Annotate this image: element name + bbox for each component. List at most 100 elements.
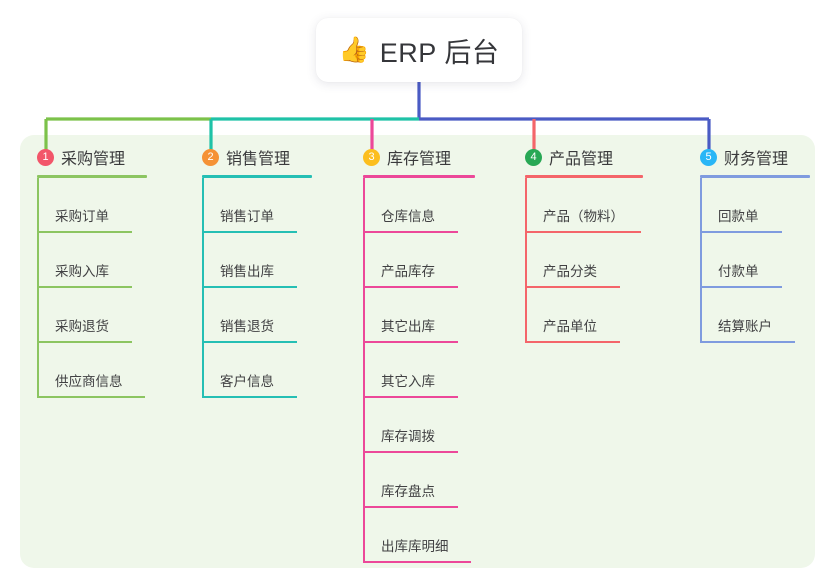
branch-item-underline [37, 286, 132, 288]
branch-item[interactable]: 销售退货 [202, 288, 312, 343]
branch-column-4: 4 产品管理产品（物料） 产品分类产品单位 [525, 145, 643, 343]
branch-item-label: 结算账户 [718, 319, 772, 334]
branch-item[interactable]: 库存盘点 [363, 453, 475, 508]
branch-item-list: 采购订单采购入库采购退货供应商信息 [37, 178, 147, 398]
branch-item-label: 销售订单 [220, 209, 274, 224]
thumbs-up-icon: 👍 [338, 35, 370, 64]
branch-item-underline [37, 396, 145, 398]
branch-item[interactable]: 产品库存 [363, 233, 475, 288]
branch-spine [363, 178, 365, 563]
branch-item-label: 其它入库 [381, 374, 435, 389]
branch-item-label: 产品单位 [543, 319, 597, 334]
branch-item-label: 产品库存 [381, 264, 435, 279]
branch-item[interactable]: 产品（物料） [525, 178, 643, 233]
branch-item-label: 库存盘点 [381, 484, 435, 499]
branch-spine [525, 178, 527, 343]
branch-item[interactable]: 结算账户 [700, 288, 810, 343]
branch-item-label: 其它出库 [381, 319, 435, 334]
branch-item-label: 供应商信息 [55, 374, 123, 389]
branch-item-underline [37, 341, 132, 343]
branch-item-underline [202, 396, 297, 398]
root-title: ERP 后台 [379, 37, 500, 68]
branch-item-list: 仓库信息产品库存其它出库其它入库库存调拨库存盘点出库库明细 [363, 178, 475, 563]
branch-item-list: 销售订单销售出库销售退货客户信息 [202, 178, 312, 398]
branch-item[interactable]: 客户信息 [202, 343, 312, 398]
branch-number-badge: 3 [363, 148, 380, 166]
branch-item-label: 客户信息 [220, 374, 274, 389]
branch-item[interactable]: 付款单 [700, 233, 810, 288]
branch-underline [700, 175, 810, 178]
branch-item-underline [700, 231, 782, 233]
branch-item-underline [363, 231, 458, 233]
branch-item-underline [202, 341, 297, 343]
branch-item-underline [700, 341, 795, 343]
branch-item[interactable]: 采购入库 [37, 233, 147, 288]
branch-item[interactable]: 库存调拨 [363, 398, 475, 453]
branch-header-2[interactable]: 2 销售管理 [202, 145, 312, 169]
branch-item-underline [700, 286, 782, 288]
branch-item-label: 销售退货 [220, 319, 274, 334]
branch-item-underline [363, 286, 458, 288]
diagram-panel [20, 135, 815, 568]
branch-item-label: 产品（物料） [543, 209, 624, 224]
branch-item-list: 回款单付款单结算账户 [700, 178, 810, 343]
branch-item-label: 付款单 [718, 264, 759, 279]
branch-item-label: 销售出库 [220, 264, 274, 279]
branch-item-label: 采购退货 [55, 319, 109, 334]
branch-item[interactable]: 采购订单 [37, 178, 147, 233]
branch-item[interactable]: 回款单 [700, 178, 810, 233]
branch-item-underline [37, 231, 132, 233]
branch-item[interactable]: 采购退货 [37, 288, 147, 343]
branch-item-underline [202, 231, 297, 233]
branch-item-underline [363, 451, 458, 453]
branch-item-label: 采购入库 [55, 264, 109, 279]
branch-item-underline [525, 286, 620, 288]
branch-number-badge: 2 [202, 148, 219, 166]
branch-spine [202, 178, 204, 398]
branch-item[interactable]: 销售订单 [202, 178, 312, 233]
branch-item-underline [363, 506, 458, 508]
branch-item[interactable]: 仓库信息 [363, 178, 475, 233]
branch-item-underline [363, 561, 471, 563]
branch-title: 产品管理 [549, 151, 614, 168]
branch-item[interactable]: 产品分类 [525, 233, 643, 288]
branch-item-underline [202, 286, 297, 288]
branch-item[interactable]: 其它入库 [363, 343, 475, 398]
branch-item[interactable]: 销售出库 [202, 233, 312, 288]
branch-item-label: 库存调拨 [381, 429, 435, 444]
branch-item-label: 出库库明细 [381, 539, 449, 554]
branch-number-badge: 4 [525, 148, 542, 166]
branch-number-badge: 5 [700, 148, 717, 166]
branch-underline [525, 175, 643, 178]
branch-spine [37, 178, 39, 398]
branch-item-label: 回款单 [718, 209, 759, 224]
branch-number-badge: 1 [37, 148, 54, 166]
branch-item-list: 产品（物料） 产品分类产品单位 [525, 178, 643, 343]
branch-item[interactable]: 出库库明细 [363, 508, 475, 563]
branch-underline [363, 175, 475, 178]
branch-item-underline [363, 396, 458, 398]
branch-item[interactable]: 产品单位 [525, 288, 643, 343]
branch-underline [37, 175, 147, 178]
branch-title: 销售管理 [226, 151, 291, 168]
branch-item-underline [525, 341, 620, 343]
branch-item-label: 产品分类 [543, 264, 597, 279]
branch-item-underline [363, 341, 458, 343]
branch-item[interactable]: 其它出库 [363, 288, 475, 343]
branch-underline [202, 175, 312, 178]
branch-header-5[interactable]: 5 财务管理 [700, 145, 810, 169]
branch-item-label: 仓库信息 [381, 209, 435, 224]
branch-item-underline [525, 231, 641, 233]
branch-item-label: 采购订单 [55, 209, 109, 224]
branch-spine [700, 178, 702, 343]
branch-header-4[interactable]: 4 产品管理 [525, 145, 643, 169]
branch-item[interactable]: 供应商信息 [37, 343, 147, 398]
branch-column-2: 2 销售管理销售订单销售出库销售退货客户信息 [202, 145, 312, 398]
root-node[interactable]: 👍 ERP 后台 [316, 18, 522, 82]
branch-title: 财务管理 [724, 151, 789, 168]
